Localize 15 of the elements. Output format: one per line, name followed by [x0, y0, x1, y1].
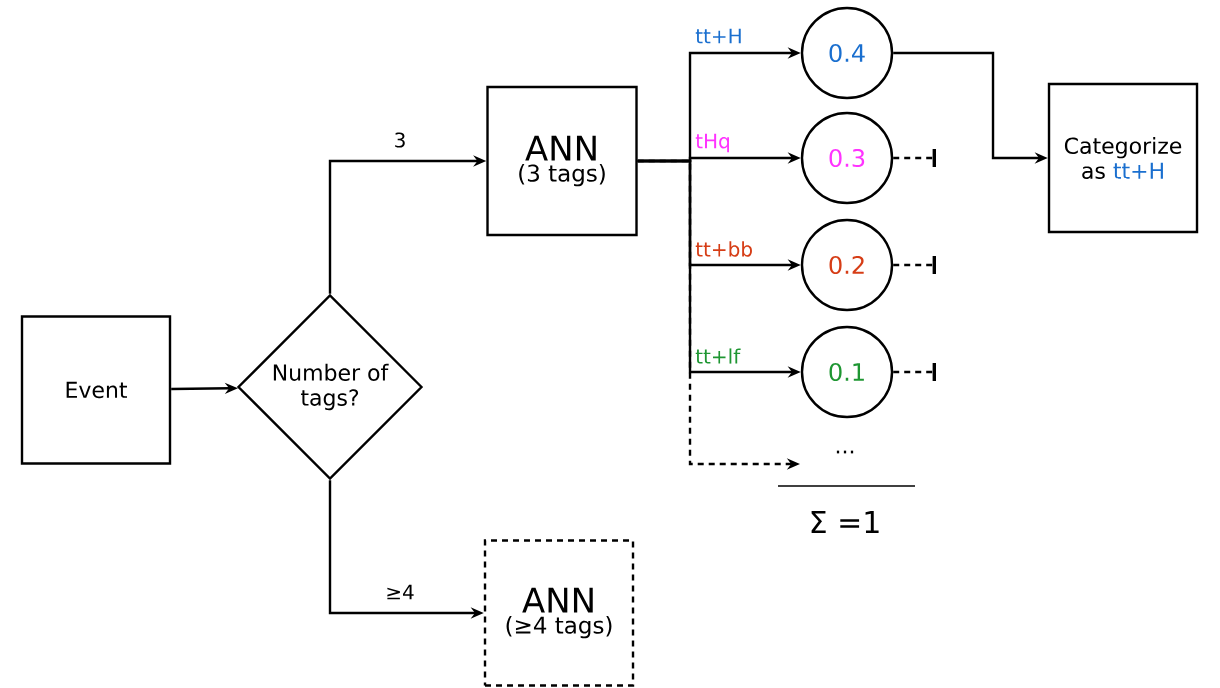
edge-label: tt+bb — [695, 241, 752, 257]
process-box: Categorize as tt+H — [1047, 82, 1199, 234]
arrow — [893, 149, 938, 167]
edge-label: tt+H — [695, 28, 741, 44]
ellipsis-text: ... — [836, 450, 854, 454]
arrow — [893, 363, 938, 381]
arrow — [893, 256, 938, 274]
edge-label: tt+lf — [695, 348, 741, 364]
process-box: ANN (≥4 tags) — [483, 539, 635, 687]
edge-label: ≥4 — [387, 584, 414, 600]
process-box: Event — [20, 315, 172, 465]
edge-label: tHq — [695, 133, 729, 153]
edge-label: 3 — [395, 132, 405, 148]
process-box: ANN (3 tags) — [486, 85, 638, 237]
sum-label: Σ =1 — [811, 511, 879, 533]
